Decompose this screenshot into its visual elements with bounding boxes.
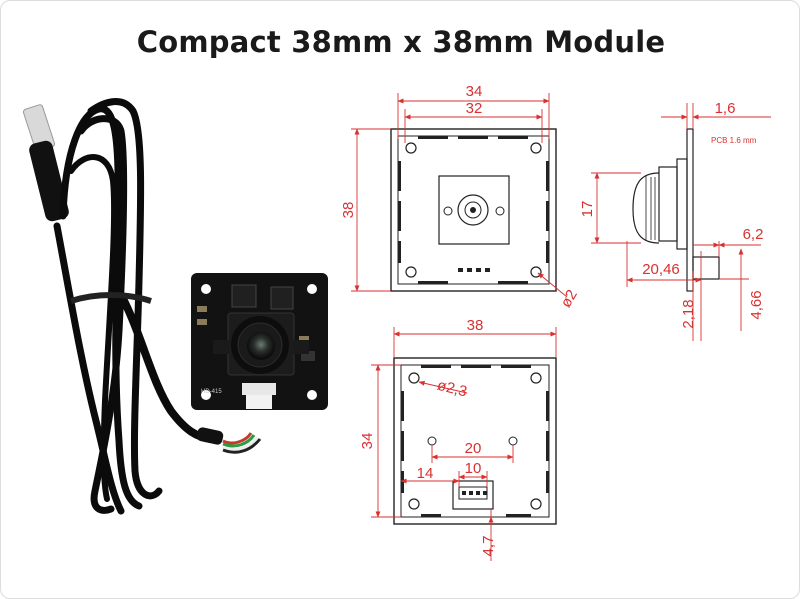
side-pcb-depth-dimension: 2,18	[680, 299, 697, 328]
mounting-hole	[307, 284, 317, 294]
front-width-outer-dimension: 34	[466, 83, 483, 100]
side-lens-depth-dimension: 20,46	[642, 261, 680, 278]
back-connector-width-dimension: 10	[465, 460, 482, 477]
front-hole-dimension: ø2	[557, 287, 580, 311]
back-connector-offset-dimension: 14	[417, 465, 434, 482]
front-width-inner-dimension: 32	[466, 100, 483, 117]
back-hole-dimension: ø2,3	[435, 377, 468, 401]
mounting-hole	[201, 284, 211, 294]
lens-icon	[247, 332, 275, 360]
usb-plug-icon	[22, 104, 69, 222]
side-pcb-note: PCB 1.6 mm	[711, 136, 757, 145]
mounting-hole	[307, 390, 317, 400]
back-connector-edge-dimension: 4,7	[480, 536, 497, 557]
usb-cable	[22, 98, 262, 515]
side-connector-offset-dimension: 6,2	[743, 226, 764, 243]
back-view-drawing: 38 34 ø2,3 20 14 10 4,7	[359, 317, 557, 561]
back-width-dimension: 38	[467, 317, 484, 334]
page-title: Compact 38mm x 38mm Module	[136, 25, 666, 59]
back-hole-spacing-dimension: 20	[465, 440, 482, 457]
cable-tie	[70, 292, 152, 304]
mounting-hole	[201, 390, 211, 400]
pcb-label: HD-415	[201, 389, 222, 395]
front-view-drawing: 34 32 38 ø2	[340, 83, 581, 311]
side-lens-height-dimension: 17	[579, 201, 596, 218]
side-connector-height-dimension: 4,66	[748, 290, 765, 319]
camera-module: HD-415	[191, 273, 328, 410]
back-height-dimension: 34	[359, 433, 376, 450]
side-pcb-thickness-dimension: 1,6	[715, 100, 736, 117]
front-height-dimension: 38	[340, 202, 357, 219]
side-view-drawing: 1,6 PCB 1.6 mm 17 6,2 20,46 2,18 4,66	[579, 100, 771, 341]
